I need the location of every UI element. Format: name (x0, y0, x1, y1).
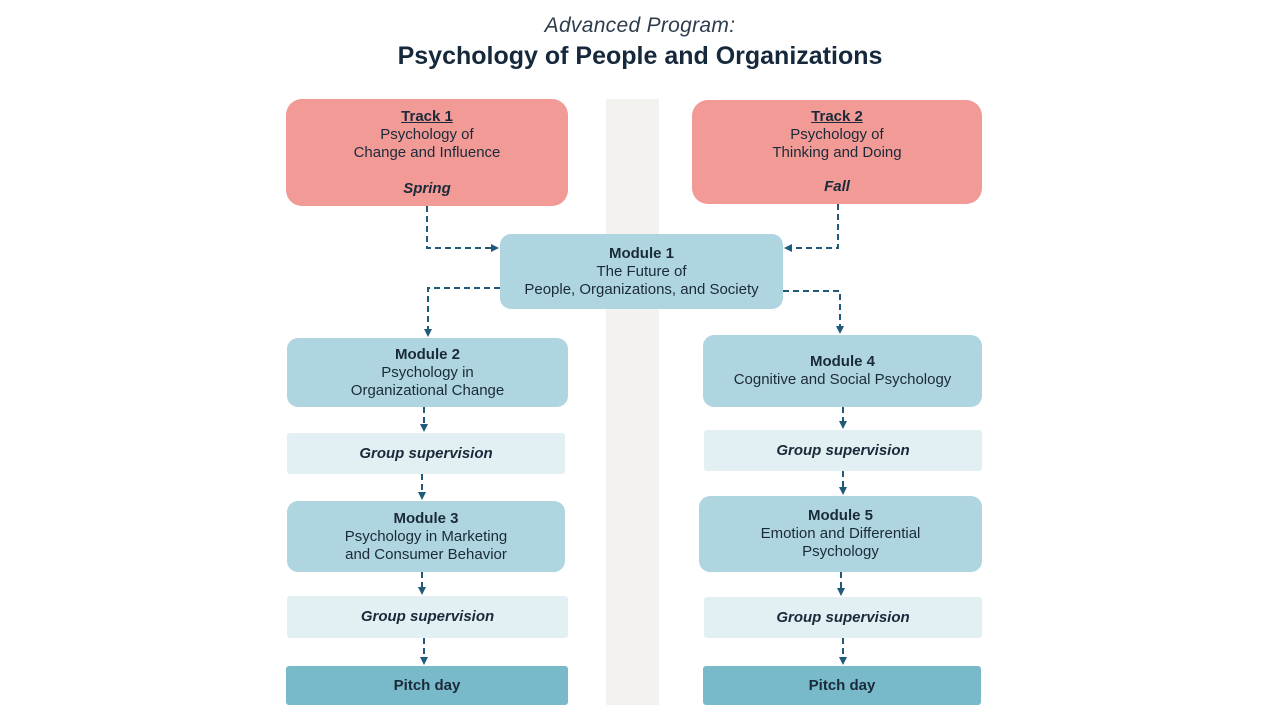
left-group-supervision-1: Group supervision (287, 433, 565, 474)
module-3-box: Module 3 Psychology in Marketing and Con… (287, 501, 565, 572)
page-subtitle: Advanced Program: (544, 14, 736, 37)
module-1-box: Module 1 The Future of People, Organizat… (500, 234, 783, 309)
connector-track1-module1 (426, 206, 499, 252)
module-4-box: Module 4 Cognitive and Social Psychology (703, 335, 982, 407)
module-4-line1: Cognitive and Social Psychology (733, 371, 952, 388)
module-2-box: Module 2 Psychology in Organizational Ch… (287, 338, 568, 407)
left-pitch-day: Pitch day (286, 666, 568, 705)
connector-module1-module2 (424, 287, 500, 337)
page-title: Psychology of People and Organizations (397, 42, 883, 70)
module-1-label: Module 1 (608, 244, 674, 262)
track-2-line2: Thinking and Doing (772, 144, 902, 161)
module-1-line1: The Future of (596, 262, 687, 280)
module-5-box: Module 5 Emotion and Differential Psycho… (699, 496, 982, 572)
track-1-line1: Psychology of (380, 125, 474, 143)
track-2-box: Track 2 Psychology of Thinking and Doing… (692, 100, 982, 204)
module-4-label: Module 4 (809, 353, 875, 370)
module-2-line2: Organizational Change (350, 381, 505, 399)
left-group-supervision-2: Group supervision (287, 596, 568, 638)
right-group-supervision-2: Group supervision (704, 597, 982, 638)
module-1-line2: People, Organizations, and Society (524, 280, 759, 298)
track-1-line2: Change and Influence (353, 143, 501, 161)
track-1-season: Spring (403, 179, 451, 197)
header: Advanced Program: Psychology of People a… (0, 14, 1280, 71)
module-2-line1: Psychology in (381, 363, 474, 381)
right-pitch-day: Pitch day (703, 666, 981, 705)
center-divider-band (606, 99, 659, 705)
right-group-supervision-1: Group supervision (704, 430, 982, 471)
track-2-label: Track 2 (811, 108, 863, 125)
module-3-line1: Psychology in Marketing (344, 527, 508, 545)
module-3-line2: and Consumer Behavior (345, 545, 507, 563)
track-1-box: Track 1 Psychology of Change and Influen… (286, 99, 568, 206)
connector-module1-module4 (783, 290, 844, 334)
module-5-line1: Emotion and Differential (760, 525, 921, 542)
connector-track2-module1 (784, 204, 839, 252)
track-1-label: Track 1 (401, 107, 453, 125)
module-2-label: Module 2 (394, 345, 460, 363)
module-5-line2: Psychology (802, 543, 879, 560)
module-3-label: Module 3 (393, 509, 459, 527)
track-2-season: Fall (824, 178, 850, 195)
track-2-line1: Psychology of (790, 126, 884, 143)
module-5-label: Module 5 (807, 507, 873, 524)
